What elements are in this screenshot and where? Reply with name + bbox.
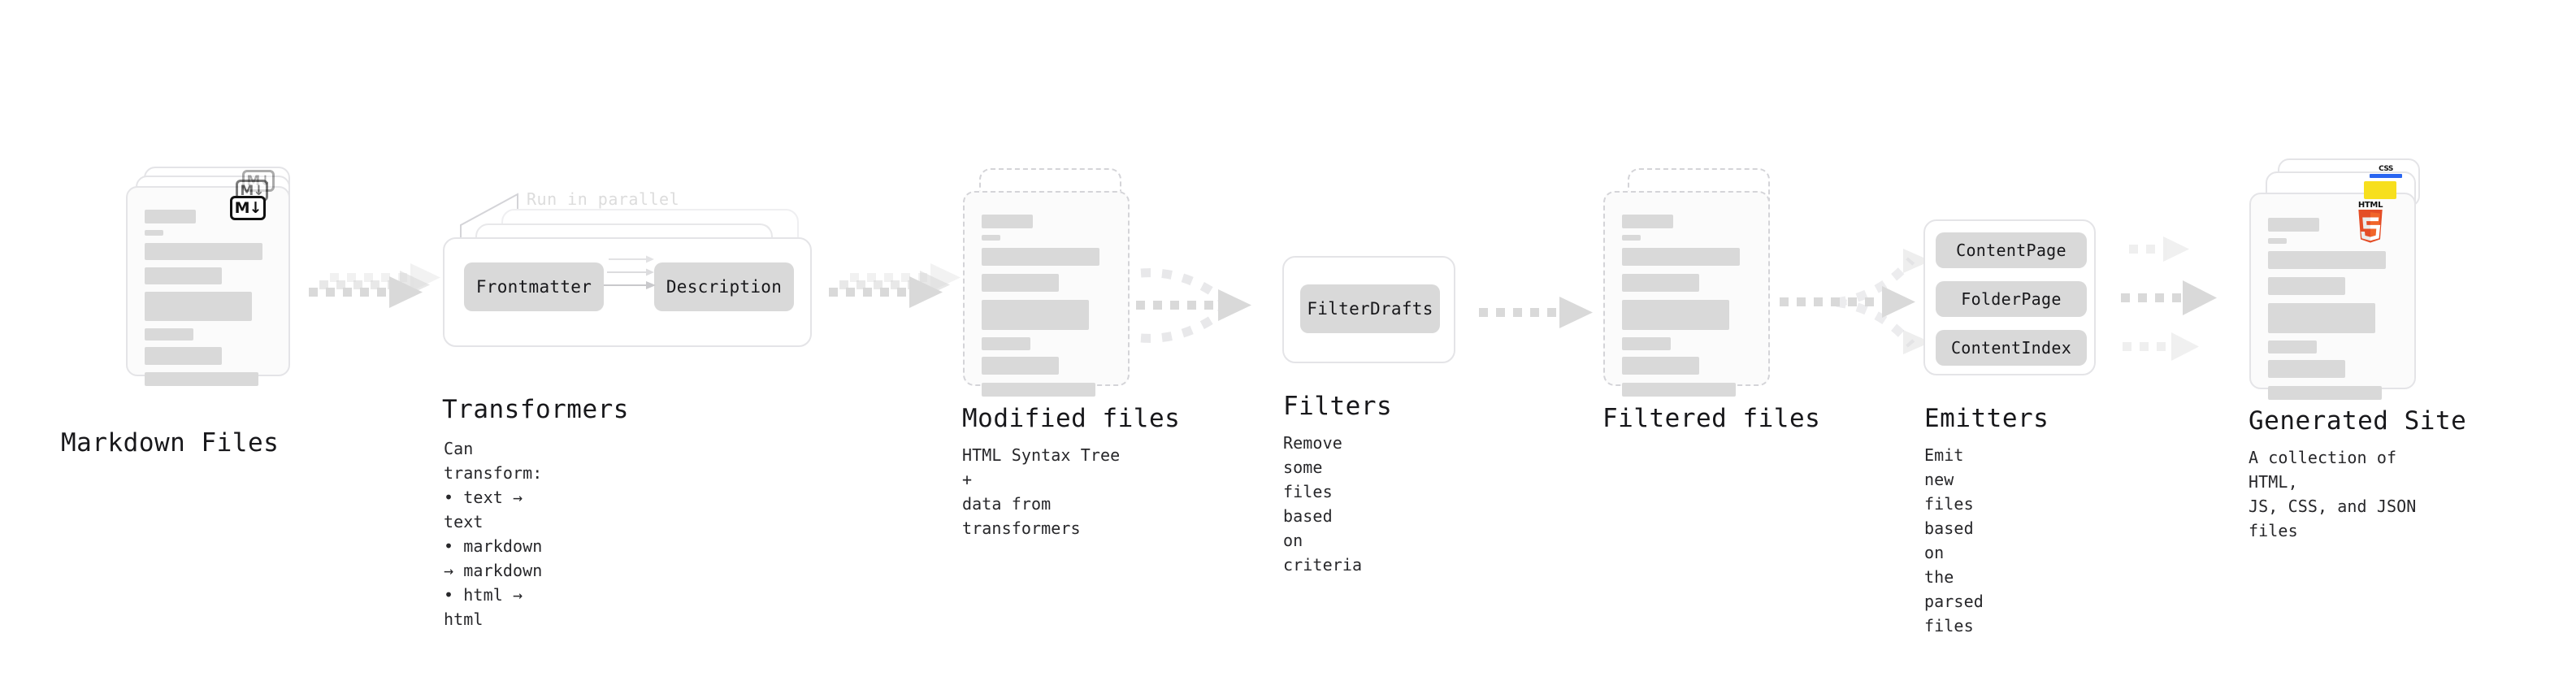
stage-title-filtered-files: Filtered files — [1602, 404, 1821, 433]
stage-subtitle-emitters: Emit new files based on the parsed files — [1924, 445, 1984, 635]
filters-container: FilterDrafts — [1282, 256, 1455, 363]
stage-title-markdown-files: Markdown Files — [61, 428, 280, 458]
stage-modified-files: Modified files HTML Syntax Tree + data f… — [962, 167, 1180, 538]
markdown-badge-label: M↓ — [234, 199, 262, 217]
stage-generated-site: CSS HTML Generated Site A collection of … — [2249, 158, 2466, 540]
connector-filters-to-filtered — [1479, 297, 1593, 328]
emitters-container: ContentPage FolderPage ContentIndex — [1923, 219, 2096, 375]
chip-frontmatter-label: Frontmatter — [475, 277, 592, 297]
stage-subtitle-modified-files: HTML Syntax Tree + data from transformer… — [962, 445, 1121, 538]
chip-folderpage-label: FolderPage — [1961, 289, 2062, 309]
css-badge: CSS — [2370, 166, 2402, 178]
stage-title-modified-files: Modified files — [962, 404, 1181, 433]
filtered-document-stack — [1603, 167, 1778, 410]
stage-title-filters: Filters — [1283, 392, 1393, 421]
chip-folderpage[interactable]: FolderPage — [1936, 281, 2087, 317]
stage-title-transformers: Transformers — [442, 395, 629, 424]
stage-title-emitters: Emitters — [1924, 404, 2049, 433]
stage-filtered-files: Filtered files — [1602, 167, 1820, 432]
chip-contentindex[interactable]: ContentIndex — [1936, 330, 2087, 366]
modified-document-stack — [963, 167, 1138, 410]
chip-description[interactable]: Description — [654, 262, 794, 311]
markdown-badge-front: M↓ — [230, 196, 266, 220]
document-card-front — [963, 191, 1130, 397]
stage-subtitle-transformers: Can transform: • text → text • markdown … — [444, 439, 543, 629]
document-card-front — [126, 186, 290, 386]
document-card-html — [2249, 193, 2416, 400]
stage-subtitle-filters: Remove some files based on criteria — [1283, 433, 1363, 575]
markdown-document-stack: M↓ M↓ M↓ — [126, 167, 301, 410]
chip-filterdrafts[interactable]: FilterDrafts — [1300, 284, 1440, 333]
chip-contentpage[interactable]: ContentPage — [1936, 232, 2087, 268]
stage-title-generated-site: Generated Site — [2249, 406, 2467, 436]
js-badge — [2364, 181, 2396, 199]
connector-modified-to-filters — [1136, 268, 1251, 343]
stage-markdown-files: M↓ M↓ M↓ Markdown Files — [61, 167, 301, 456]
chip-filterdrafts-label: FilterDrafts — [1307, 299, 1433, 319]
chip-description-label: Description — [666, 277, 783, 297]
site-document-stack: CSS HTML — [2249, 158, 2436, 410]
chip-contentpage-label: ContentPage — [1956, 241, 2066, 260]
stage-subtitle-generated-site: A collection of HTML, JS, CSS, and JSON … — [2249, 448, 2417, 540]
transformer-container-front: Frontmatter Description — [443, 237, 812, 347]
connector-filtered-to-emitters — [1780, 249, 1931, 354]
document-card-front — [1603, 191, 1770, 397]
run-in-parallel-label: Run in parallel — [527, 189, 680, 209]
chip-frontmatter[interactable]: Frontmatter — [464, 262, 604, 311]
chip-contentindex-label: ContentIndex — [1950, 338, 2072, 358]
html5-badge: HTML — [2352, 201, 2389, 246]
